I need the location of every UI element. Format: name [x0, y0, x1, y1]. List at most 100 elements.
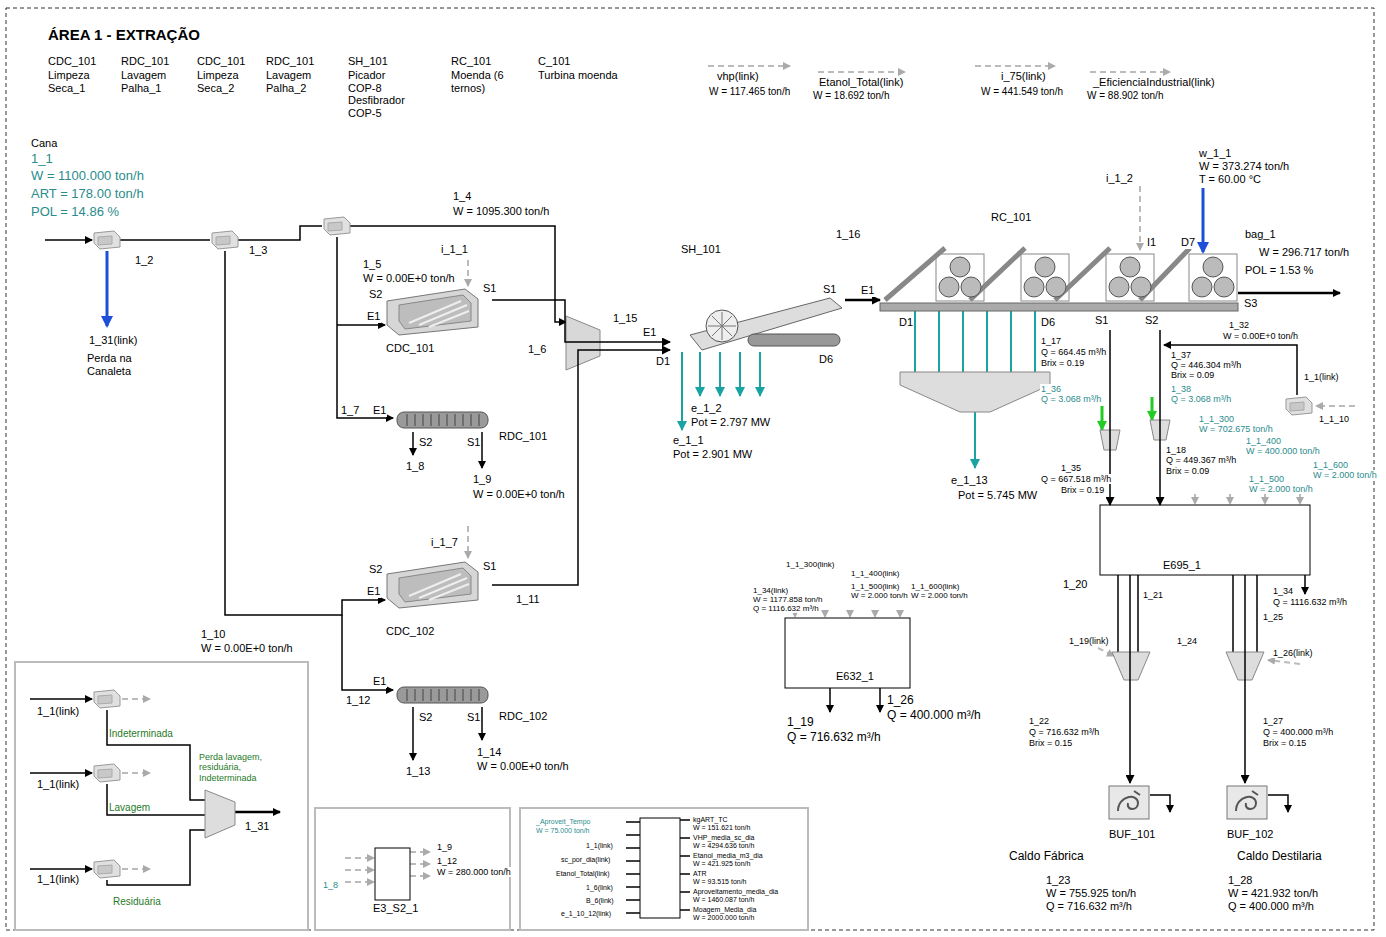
stream-label: W = 373.274 ton/h	[1198, 160, 1290, 173]
stream-label: E1	[372, 675, 387, 688]
stream-label: 1_32	[1228, 320, 1250, 330]
stream-lines-part	[1117, 575, 1119, 652]
stream-lines-part	[1238, 292, 1340, 295]
stream-label: I1	[1146, 236, 1157, 249]
stream-label: W = 755.925 ton/h	[1045, 887, 1137, 900]
energy-arrows-part	[974, 412, 976, 468]
stream-label: 1_38	[1170, 384, 1192, 394]
link-arrows-part	[899, 610, 901, 617]
stream-lines-part	[680, 909, 690, 911]
link-arrows-part	[410, 851, 430, 853]
stream-lines-part	[626, 821, 640, 823]
water-arrows-part	[1202, 188, 1205, 252]
stream-lines-part	[626, 860, 640, 862]
stream-label: Limpeza Seca_1	[47, 69, 101, 94]
stream-label: bag_1	[1244, 228, 1277, 241]
stream-label: 1_18	[1165, 445, 1187, 455]
stream-label: 1_25	[1262, 612, 1284, 622]
stream-label: W = 296.717 ton/h	[1258, 246, 1350, 259]
equipment-node: BUF_101	[1100, 783, 1160, 842]
stream-label: Q = 400.000 m³/h	[1262, 727, 1334, 737]
stream-label: Lavagem Palha_2	[265, 69, 319, 94]
energy-arrows-part	[719, 352, 721, 396]
stream-label: W = 75.000 ton/h	[535, 827, 591, 835]
link-arrows-part	[1229, 494, 1231, 504]
stream-lines-part	[30, 772, 92, 774]
equipment-art-part	[94, 231, 120, 249]
stream-label: T = 60.00 °C	[1198, 173, 1262, 186]
stream-lines-part	[1268, 795, 1288, 812]
stream-label: sc_por_dia(link)	[560, 856, 611, 864]
stream-label: 1_1(link)	[585, 842, 614, 850]
stream-label: 1_12	[436, 856, 458, 866]
energy-arrows-part	[1010, 311, 1012, 372]
stream-label: POL = 14.86 %	[30, 205, 120, 220]
stream-label: Q = 446.304 m³/h	[1170, 360, 1242, 370]
equipment-tag: E632_1	[835, 670, 875, 683]
stream-label: Q = 400.000 m³/h	[886, 709, 982, 723]
stream-label: _Aproveit_Tempo	[535, 818, 591, 826]
stream-label: S1	[482, 560, 497, 573]
equipment-art-part	[1109, 786, 1149, 819]
stream-connector	[492, 350, 670, 585]
stream-label: ART = 178.00 ton/h	[30, 187, 145, 202]
equipment-art-part	[880, 303, 1238, 311]
stream-label: Q = 3.068 m³/h	[1040, 394, 1102, 404]
stream-label: W = 1177.858 ton/h	[752, 595, 823, 604]
stream-label: S2	[418, 436, 433, 449]
stream-label: S2	[418, 711, 433, 724]
equipment-tag: CDC_102	[385, 625, 435, 638]
link-arrows-part	[708, 65, 790, 67]
equipment-tag: E3_S2_1	[372, 902, 419, 915]
stream-label: i_75(link)	[1000, 70, 1047, 83]
stream-label: 1_5	[362, 258, 382, 271]
imbibition-arrows-part	[1151, 397, 1154, 420]
stream-lines-part	[107, 830, 205, 885]
equipment-art-part	[1100, 505, 1310, 575]
link-arrows-part	[410, 875, 430, 877]
link-arrows-part	[975, 65, 1055, 67]
equipment-node: E3_S2_1	[370, 846, 428, 916]
stream-lines-part	[626, 834, 640, 836]
stream-label: 1_1_600	[1312, 460, 1349, 470]
stream-label: e_1_10_12(link)	[560, 910, 612, 918]
stream-lines-part	[107, 784, 205, 815]
stream-label: 1_26(link)	[1272, 648, 1314, 658]
stream-label: 1_28	[1227, 874, 1253, 887]
stream-label: Q = 400.000 m³/h	[1227, 900, 1315, 913]
stream-lines-part	[481, 707, 483, 740]
stream-label: S1	[466, 436, 481, 449]
stream-label: Perda lavagem, residuária, Indeterminada	[198, 752, 300, 783]
stream-label: Brix = 0.19	[1040, 358, 1085, 368]
stream-label: W = 0.00E+0 ton/h	[472, 488, 566, 501]
stream-lines-part	[680, 837, 690, 839]
equipment-art-part	[397, 412, 488, 428]
stream-label: E1	[372, 404, 387, 417]
stream-label: 1_1(link)	[1303, 372, 1340, 382]
stream-label: 1_9	[436, 842, 453, 852]
stream-label: Turbina moenda	[537, 69, 619, 82]
stream-label: e_1_1	[672, 434, 705, 447]
stream-lines-part	[626, 899, 640, 901]
stream-lines-part	[412, 707, 414, 760]
stream-label: D7	[1180, 236, 1196, 249]
stream-lines-part	[1137, 575, 1139, 652]
stream-label: 1_11	[515, 593, 541, 606]
equipment-art	[94, 217, 1312, 918]
energy-arrows-part	[699, 352, 701, 396]
equipment-art-part	[94, 690, 120, 708]
equipment-art-part	[1227, 786, 1267, 819]
stream-lines-part	[235, 811, 280, 814]
stream-label: 1_31	[244, 820, 270, 833]
stream-label: S1	[466, 711, 481, 724]
stream-lines-part	[412, 432, 414, 455]
stream-label: 1_31(link)	[88, 334, 138, 347]
stream-label: D1	[898, 316, 914, 329]
stream-label: E1	[860, 284, 875, 297]
page-border	[6, 8, 1374, 930]
stream-label: 1_1_500(link)	[850, 582, 900, 591]
stream-label: Etanol_media_m3_dia	[692, 852, 764, 860]
stream-label: 1_1(link)	[36, 873, 80, 886]
stream-label: Brix = 0.15	[1028, 738, 1073, 748]
water-arrows-part	[106, 251, 109, 326]
